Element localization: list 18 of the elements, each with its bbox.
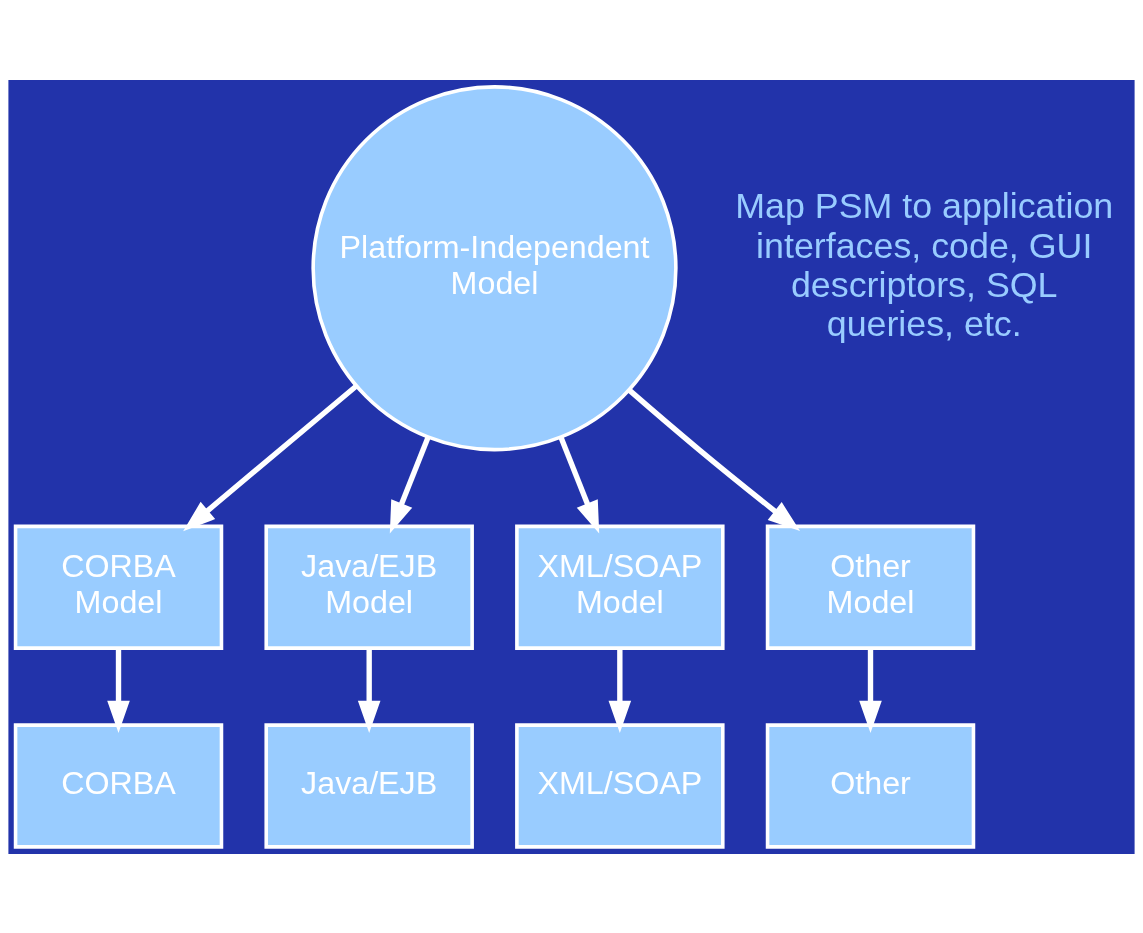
node-circle: Platform-Independent Model — [311, 84, 678, 451]
arrow — [183, 383, 359, 531]
arrow — [608, 648, 632, 733]
node-box: Java/EJB Model — [264, 524, 474, 650]
node-box: Other — [765, 722, 976, 849]
arrow — [107, 648, 130, 733]
node-box: XML/SOAP Model — [515, 524, 725, 650]
arrow — [558, 435, 600, 533]
node-box: CORBA Model — [13, 524, 224, 650]
node-box: XML/SOAP — [515, 722, 725, 849]
arrow — [357, 648, 381, 733]
node-box: Java/EJB — [264, 722, 474, 849]
arrow — [859, 648, 882, 733]
arrow — [389, 435, 431, 533]
arrow — [627, 387, 801, 531]
label: Map PSM to application interfaces, code, GUI descriptors, SQL queries, etc. — [735, 185, 1114, 344]
node-box: CORBA — [13, 722, 224, 849]
node-box: Other Model — [765, 524, 976, 650]
